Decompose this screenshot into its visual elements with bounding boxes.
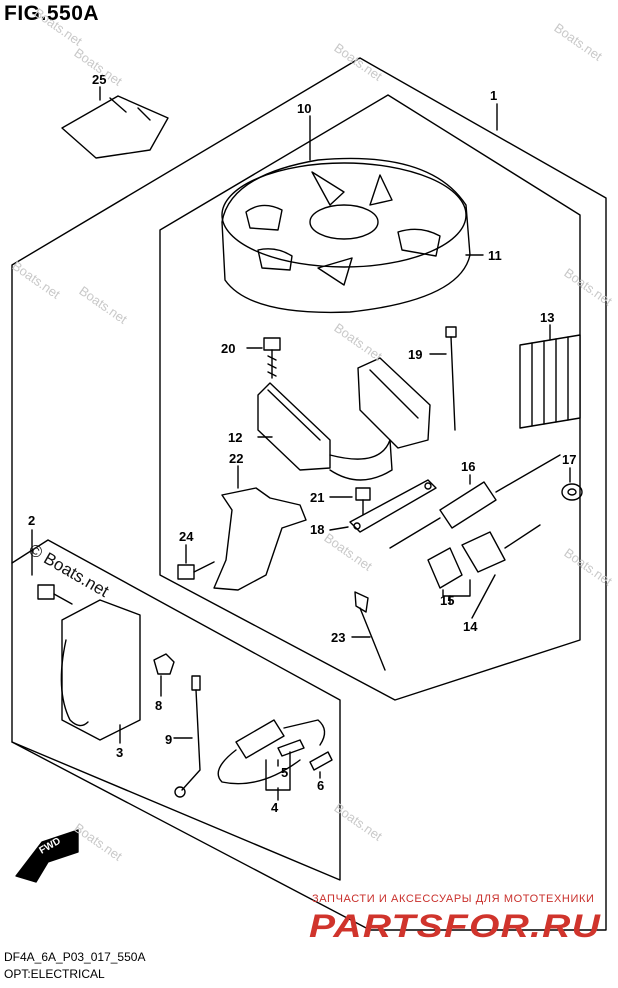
rectifier-13 <box>519 334 581 429</box>
callout-24[interactable]: 24 <box>179 529 194 544</box>
callout-25[interactable]: 25 <box>92 72 107 87</box>
brand-logo-text: PARTSFOR.RU <box>309 908 601 943</box>
kit-outline-10 <box>159 94 581 701</box>
cable-tie-19 <box>445 326 457 431</box>
wire-9 <box>174 675 201 798</box>
bag-25 <box>61 95 169 159</box>
plate-18 <box>349 479 437 533</box>
callout-2[interactable]: 2 <box>28 513 36 528</box>
callout-15[interactable]: 15 <box>440 593 455 608</box>
callout-12[interactable]: 12 <box>228 430 243 445</box>
fwd-arrow-icon <box>15 829 79 883</box>
callout-18[interactable]: 18 <box>310 522 325 537</box>
callout-22[interactable]: 22 <box>229 451 244 466</box>
nut-8 <box>153 653 175 675</box>
callout-19[interactable]: 19 <box>408 347 423 362</box>
brand-logo[interactable]: PARTSFOR.RU <box>307 907 607 943</box>
callout-8[interactable]: 8 <box>155 698 163 713</box>
callout-17[interactable]: 17 <box>562 452 577 467</box>
callout-3[interactable]: 3 <box>116 745 124 760</box>
bolt-20 <box>263 337 281 379</box>
figure-code: DF4A_6A_P03_017_550A <box>4 950 146 964</box>
callout-14[interactable]: 14 <box>463 619 478 634</box>
callout-10[interactable]: 10 <box>297 101 312 116</box>
fuse-holder-4 <box>217 719 326 785</box>
callout-6[interactable]: 6 <box>317 778 325 793</box>
callout-11[interactable]: 11 <box>488 248 502 263</box>
cable-tie-23 <box>354 591 386 671</box>
callout-23[interactable]: 23 <box>331 630 346 645</box>
washer-17 <box>561 483 583 501</box>
callout-21[interactable]: 21 <box>310 490 325 505</box>
connector-16 <box>389 454 561 549</box>
callout-13[interactable]: 13 <box>540 310 555 325</box>
figure-title: FIG.550A <box>4 2 100 25</box>
connector-15 <box>427 547 463 589</box>
callout-1[interactable]: 1 <box>490 88 498 103</box>
figure-description: OPT:ELECTRICAL <box>4 967 105 981</box>
kit-outline-1 <box>11 57 607 931</box>
callout-20[interactable]: 20 <box>221 341 236 356</box>
bolt-2 <box>37 584 73 605</box>
brand-tagline: ЗАПЧАСТИ И АКСЕССУАРЫ ДЛЯ МОТОТЕХНИКИ <box>312 893 595 905</box>
kit-outline-2 <box>11 539 341 881</box>
callout-4[interactable]: 4 <box>271 800 279 815</box>
fuse-5 <box>277 739 305 757</box>
callout-5[interactable]: 5 <box>281 765 289 780</box>
callout-16[interactable]: 16 <box>461 459 476 474</box>
fuse-holder-3 <box>60 599 141 741</box>
connector-14 <box>461 524 541 573</box>
callout-9[interactable]: 9 <box>165 732 173 747</box>
bracket-22 <box>213 487 307 591</box>
fuse-6 <box>309 751 333 771</box>
flywheel-11 <box>221 157 471 314</box>
bolt-24 <box>177 561 215 580</box>
coil-12 <box>257 357 431 481</box>
